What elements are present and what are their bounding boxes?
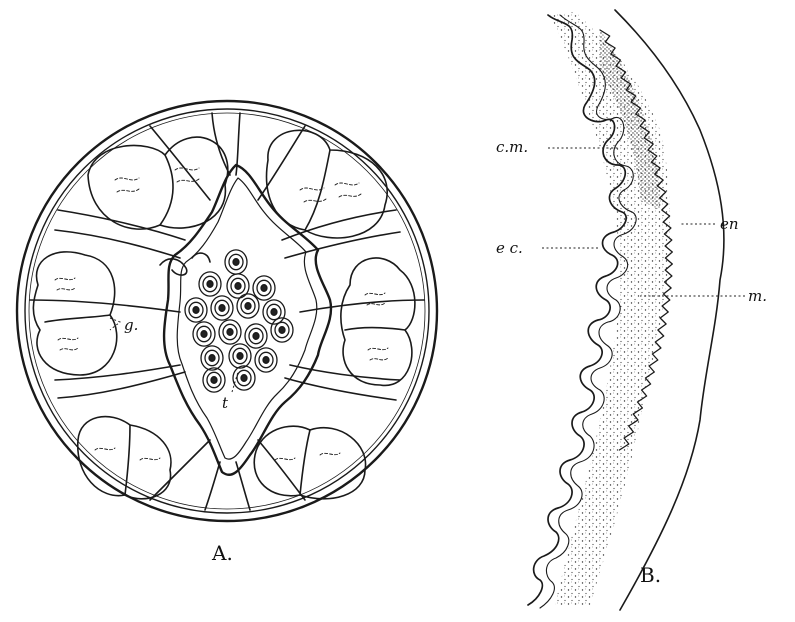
cavity-cell (209, 355, 215, 362)
label-en: en (720, 215, 739, 233)
cavity-cell (233, 259, 239, 266)
label-m: m. (748, 287, 767, 305)
cavity-cell (261, 285, 267, 292)
panel-b-wall-section: c.m. e c. en m. B. (496, 10, 767, 610)
cavity-cell (253, 333, 259, 340)
label-t: t (222, 394, 229, 412)
cavity-cell (219, 305, 225, 312)
cavity-cell (235, 283, 241, 290)
caption-b: B. (640, 563, 661, 587)
cavity-cell (201, 331, 207, 338)
cavity-cell (245, 303, 251, 310)
cavity-cell (211, 377, 217, 384)
cavity-cell (193, 307, 199, 314)
cavity-cell (207, 281, 213, 288)
cavity-cell (237, 353, 243, 360)
panel-a-cross-section: g. t A. (17, 101, 437, 565)
label-ec: e c. (496, 239, 523, 257)
cavity-cell (279, 327, 285, 334)
cavity-cells (185, 250, 293, 392)
cavity-cell (227, 329, 233, 336)
cavity-cell (271, 309, 277, 316)
label-g: g. (124, 316, 138, 334)
cavity-cell (241, 375, 247, 382)
label-cm: c.m. (496, 138, 528, 156)
caption-a: A. (211, 541, 233, 565)
cavity-cell (263, 357, 269, 364)
